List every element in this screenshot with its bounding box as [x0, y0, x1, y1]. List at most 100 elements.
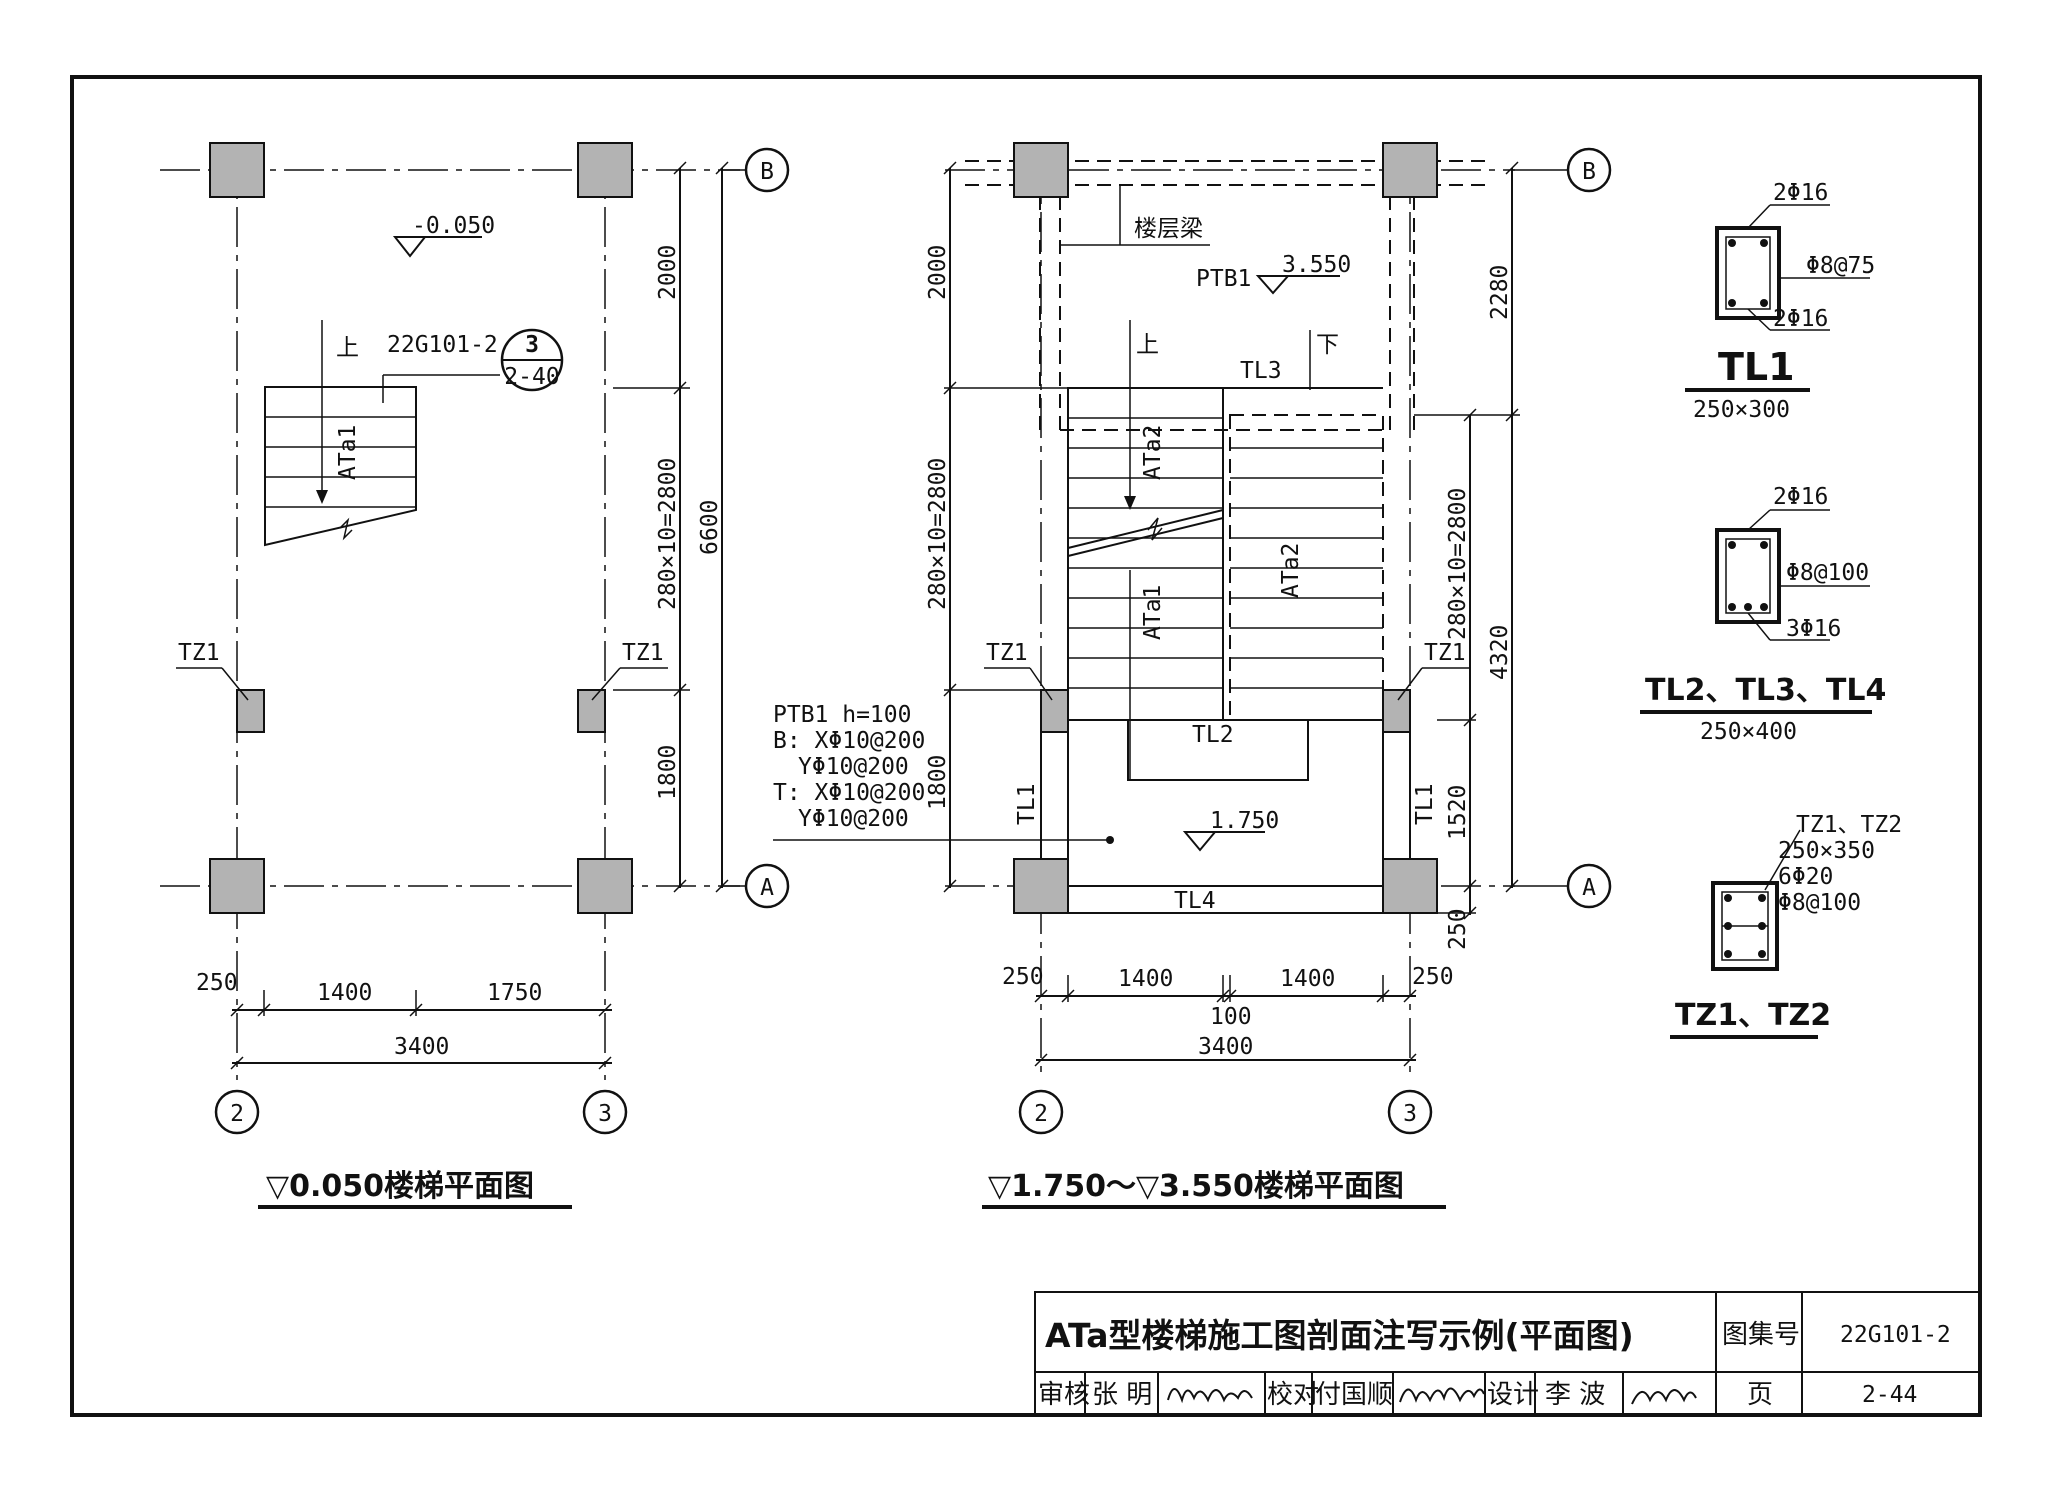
dim-2000: 2000 — [655, 245, 681, 300]
level-mark: -0.050 — [412, 213, 495, 239]
detail-num: 3 — [525, 332, 539, 358]
designer-signature — [1631, 1389, 1697, 1405]
reviewer: 张 明 — [1092, 1380, 1152, 1410]
dim-1800: 1800 — [925, 755, 951, 810]
column — [1382, 858, 1438, 914]
ptb-note-4: T: XΦ10@200 — [773, 780, 925, 806]
level-top: 3.550 — [1282, 252, 1351, 278]
tl2-name: TL2、TL3、TL4 — [1645, 673, 1886, 708]
dim-2800: 280×10=2800 — [655, 458, 681, 610]
design-label: 设计 — [1487, 1380, 1539, 1410]
dim-1400-a: 1400 — [1118, 966, 1173, 992]
axis-bubble-b — [744, 147, 790, 193]
up-label: 上 — [336, 335, 359, 361]
flight-ata1: ATa1 — [1140, 585, 1166, 640]
column — [1013, 858, 1069, 914]
tl2-stirrup: Φ8@100 — [1786, 560, 1869, 586]
tz-line-2: 250×350 — [1778, 838, 1875, 864]
axis-2: 2 — [1034, 1101, 1048, 1127]
dim-3400: 3400 — [1198, 1034, 1253, 1060]
middle-plan: 上 下 TL3 TL2 TL1 TL1 TL4 ATa2 ATa1 ATa2 楼… — [773, 142, 1612, 1209]
axis-bubble-a — [744, 863, 790, 909]
column — [209, 142, 265, 198]
dim-2800-r: 280×10=2800 — [1445, 488, 1471, 640]
axis-bubble-2 — [1018, 1089, 1064, 1135]
axis-a: A — [760, 875, 774, 901]
column — [577, 858, 633, 914]
dim-1400: 1400 — [317, 980, 372, 1006]
check-label: 校对 — [1267, 1380, 1319, 1410]
axis-3: 3 — [598, 1101, 612, 1127]
section-tl2: 2Φ16 Φ8@100 3Φ16 TL2、TL3、TL4 250×400 — [1640, 484, 1886, 745]
floor-beam-label: 楼层梁 — [1134, 216, 1203, 242]
tz-line-3: 6Φ20 — [1778, 864, 1833, 890]
dim-2280: 2280 — [1487, 265, 1513, 320]
tl1-label-left: TL1 — [1014, 783, 1040, 825]
down-label: 下 — [1316, 332, 1339, 358]
dim-250-a: 250 — [1002, 964, 1044, 990]
tz-line-4: Φ8@100 — [1778, 890, 1861, 916]
dim-250: 250 — [196, 970, 238, 996]
section-tz: TZ1、TZ2 250×350 6Φ20 Φ8@100 TZ1、TZ2 — [1670, 812, 1902, 1039]
sheet-border — [70, 75, 1982, 1417]
axis-bubble-3 — [1387, 1089, 1433, 1135]
dim-4320: 4320 — [1487, 625, 1513, 680]
dim-100: 100 — [1210, 1004, 1252, 1030]
tl1-size: 250×300 — [1693, 397, 1790, 423]
axis-bubble-2 — [214, 1089, 260, 1135]
up-label: 上 — [1136, 332, 1159, 358]
tz1-label: TZ1 — [178, 640, 220, 666]
level-landing: 1.750 — [1210, 808, 1279, 834]
axis-bubble-b — [1566, 147, 1612, 193]
dim-3400: 3400 — [394, 1034, 449, 1060]
review-label: 审核 — [1038, 1380, 1090, 1410]
ptb-note-1: PTB1 h=100 — [773, 702, 911, 728]
axis-2: 2 — [230, 1101, 244, 1127]
detail-page: 2-40 — [504, 364, 559, 390]
tl2-top: 2Φ16 — [1773, 484, 1828, 510]
tl3-label: TL3 — [1240, 358, 1282, 384]
atlas-label: 图集号 — [1722, 1320, 1800, 1350]
plan-title: ▽1.750～▽3.550楼梯平面图 — [988, 1169, 1404, 1204]
ptb-note-2: B: XΦ10@200 — [773, 728, 925, 754]
checker-signature — [1399, 1387, 1485, 1403]
tl1-top: 2Φ16 — [1773, 180, 1828, 206]
ptb-note-5: YΦ10@200 — [798, 806, 909, 832]
title-block: ATa型楼梯施工图剖面注写示例(平面图) 图集号 22G101-2 审核 张 明… — [1034, 1291, 1981, 1416]
page-label: 页 — [1747, 1380, 1773, 1410]
section-tl1: 2Φ16 Φ8@75 2Φ16 TL1 250×300 — [1685, 180, 1875, 423]
reviewer-signature — [1167, 1388, 1253, 1404]
column — [577, 142, 633, 198]
designer: 李 波 — [1545, 1380, 1605, 1410]
tz1-label: TZ1 — [986, 640, 1028, 666]
tl1-bottom: 2Φ16 — [1773, 306, 1828, 332]
axis-3: 3 — [1403, 1101, 1417, 1127]
axis-b: B — [1582, 159, 1596, 185]
tz-name: TZ1、TZ2 — [1675, 998, 1831, 1033]
dim-6600: 6600 — [697, 500, 723, 555]
tz1-column — [577, 689, 606, 733]
axis-bubble-a — [1566, 863, 1612, 909]
tl2-size: 250×400 — [1700, 719, 1797, 745]
flight-label: ATa1 — [335, 425, 361, 480]
axis-b: B — [760, 159, 774, 185]
dim-250-r: 250 — [1445, 908, 1471, 950]
dim-1520: 1520 — [1445, 785, 1471, 840]
tl4-label: TL4 — [1174, 888, 1216, 914]
tz1-column — [1040, 689, 1069, 733]
page-no: 2-44 — [1862, 1382, 1917, 1408]
tz1-column — [1382, 689, 1411, 733]
dim-1800: 1800 — [655, 745, 681, 800]
dim-1400-b: 1400 — [1280, 966, 1335, 992]
axis-bubble-3 — [582, 1089, 628, 1135]
column — [1382, 142, 1438, 198]
dim-250-b: 250 — [1412, 964, 1454, 990]
dim-1750: 1750 — [487, 980, 542, 1006]
flight-ata2-left: ATa2 — [1140, 425, 1166, 480]
tz1-label: TZ1 — [1424, 640, 1466, 666]
column — [1013, 142, 1069, 198]
tl1-label-right: TL1 — [1412, 783, 1438, 825]
tl1-name: TL1 — [1718, 345, 1795, 389]
axis-a: A — [1582, 875, 1596, 901]
